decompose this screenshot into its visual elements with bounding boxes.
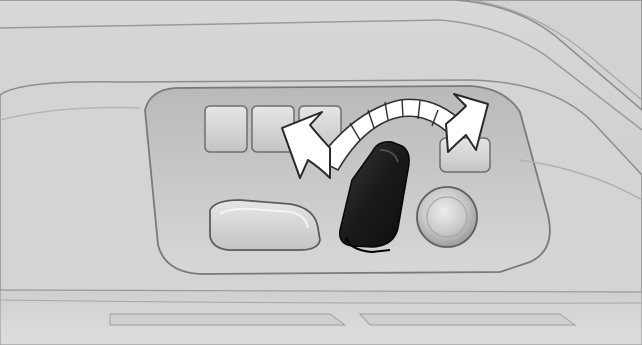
lumbar-support-knob — [417, 187, 477, 247]
seat-cushion-switch — [210, 200, 320, 250]
